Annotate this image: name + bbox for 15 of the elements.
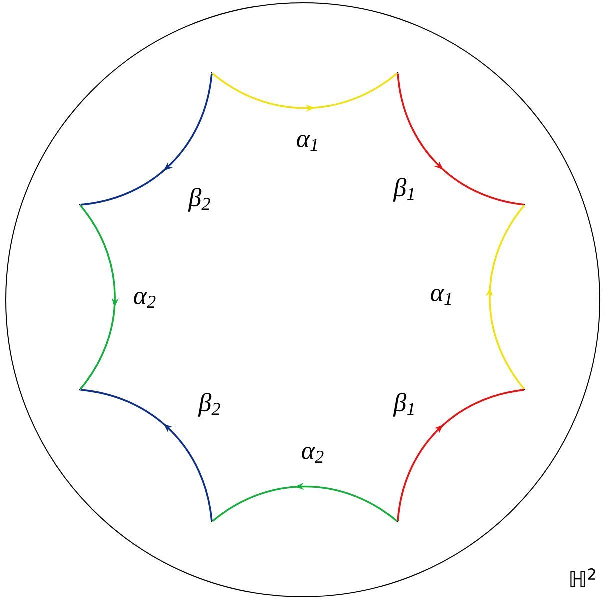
edge-label: α$_{2}$ bbox=[134, 292, 156, 308]
edge-label: α$_{1}$ bbox=[297, 135, 318, 151]
arrow bbox=[80, 74, 213, 206]
arrow bbox=[397, 74, 524, 206]
arrow bbox=[486, 205, 526, 390]
edge-label: β$_{2}$ bbox=[198, 393, 220, 417]
edge-label: β$_{1}$ bbox=[393, 178, 414, 202]
space-label: ℍ$^{2}$ bbox=[570, 568, 596, 588]
edge-label: β$_{1}$ bbox=[393, 393, 414, 417]
edge-label: β$_{2}$ bbox=[188, 188, 210, 212]
arrow bbox=[80, 389, 213, 522]
edge-label: α$_{2}$ bbox=[302, 447, 324, 463]
arrow bbox=[397, 389, 524, 522]
edge-label: α$_{1}$ bbox=[431, 289, 452, 305]
arrow bbox=[80, 205, 119, 390]
